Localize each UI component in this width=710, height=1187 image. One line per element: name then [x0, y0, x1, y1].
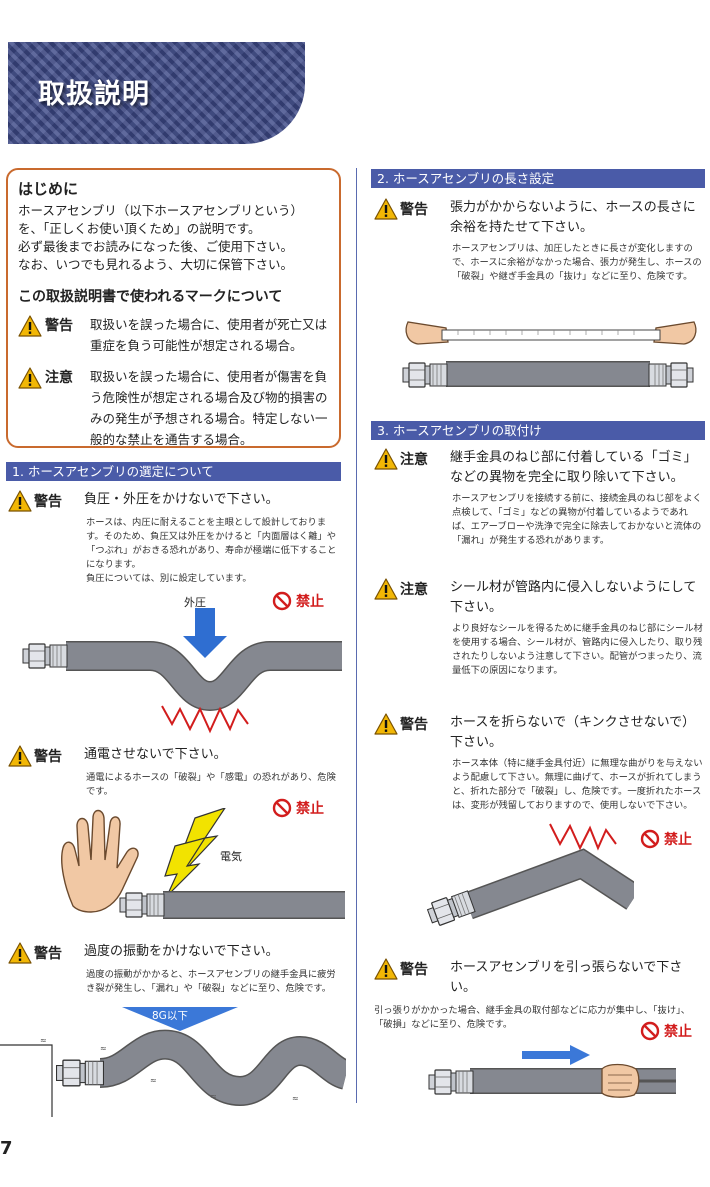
electricity-label: 電気: [220, 850, 242, 863]
svg-text:≈: ≈: [150, 1076, 157, 1085]
warning-label: 警告: [400, 717, 428, 733]
warning-icon: [8, 490, 32, 512]
intro-line: ホースアセンブリ（以下ホースアセンブリという）: [18, 203, 304, 218]
caution-block: 注意 シール材が管路内に侵入しないようにして下さい。 より良好なシールを得るため…: [374, 578, 704, 678]
svg-text:≈: ≈: [292, 1094, 299, 1103]
section1-title: 1. ホースアセンブリの選定について: [6, 462, 341, 481]
external-pressure-label: 外圧: [184, 596, 206, 609]
kinked-hose-illustration: [425, 823, 634, 929]
intro-line: なお、いつでも見れるよう、大切に保管下さい。: [18, 257, 294, 272]
warning-title: 通電させないで下さい。: [84, 747, 227, 762]
prohibit-icon: [640, 1021, 660, 1041]
page-number: 7: [0, 1138, 13, 1159]
warning-icon: [374, 198, 398, 220]
vibration-hose-illustration: ≈ ≈ ≈ ≈ ≈: [0, 1007, 346, 1117]
warning-label: 警告: [400, 962, 428, 978]
warning-icon: [8, 745, 32, 767]
intro-line: を、「正しくお使い頂くため」の説明です。: [18, 221, 261, 236]
warning-label: 警告: [34, 946, 62, 962]
prohibit-label: 禁止: [296, 801, 324, 817]
svg-text:≈: ≈: [210, 1092, 217, 1101]
caution-label: 注意: [45, 370, 73, 386]
hose-length-illustration: [402, 321, 697, 388]
column-divider: [356, 168, 357, 1103]
warning-description: 取扱いを誤った場合に、使用者が死亡又は重症を負う可能性が想定される場合。: [90, 317, 328, 353]
intro-line: 必ず最後までお読みになった後、ご使用下さい。: [18, 239, 294, 254]
prohibit-mark: 禁止: [272, 798, 324, 818]
prohibit-icon: [640, 829, 660, 849]
caution-body: ホースアセンブリを接続する前に、接続金具のねじ部をよく点検して、「ゴミ」などの異…: [452, 493, 702, 546]
warning-body: 過度の振動がかかると、ホースアセンブリの継手金具に疲労き裂が発生し、「漏れ」や「…: [86, 969, 336, 994]
warning-block: 警告 ホースを折らないで（キンクさせないで）下さい。 ホース本体（特に継手金具付…: [374, 713, 704, 813]
svg-text:≈: ≈: [40, 1036, 47, 1045]
caution-icon: [18, 367, 42, 389]
prohibit-label: 禁止: [664, 832, 692, 848]
warning-body: 通電によるホースの「破裂」や「感電」の恐れがあり、危険です。: [86, 772, 336, 797]
prohibit-mark: 禁止: [640, 829, 692, 849]
warning-block: 警告 負圧・外圧をかけないで下さい。 ホースは、内圧に耐えることを主眼として設計…: [8, 490, 343, 586]
caution-label: 注意: [400, 582, 428, 598]
svg-text:≈: ≈: [100, 1044, 107, 1053]
warning-icon: [374, 958, 398, 980]
warning-title: ホースを折らないで（キンクさせないで）下さい。: [450, 715, 696, 750]
header-banner: 取扱説明: [8, 42, 305, 144]
warning-body: 引っ張りがかかった場合、継手金具の取付部などに応力が集中し、「抜け」、「破損」な…: [374, 1005, 691, 1030]
warning-label: 警告: [400, 202, 428, 218]
warning-title: 過度の振動をかけないで下さい。: [84, 944, 279, 959]
prohibit-label: 禁止: [296, 594, 324, 610]
intro-box: はじめに ホースアセンブリ（以下ホースアセンブリという） を、「正しくお使い頂く…: [6, 168, 341, 448]
collapsed-hose-illustration: [22, 608, 342, 734]
prohibit-mark: 禁止: [640, 1021, 692, 1041]
warning-title: ホースアセンブリを引っ張らないで下さい。: [450, 960, 683, 995]
warning-icon: [18, 315, 42, 337]
section2-title: 2. ホースアセンブリの長さ設定: [371, 169, 705, 188]
pulled-hose-illustration: [428, 1045, 676, 1098]
warning-icon: [8, 942, 32, 964]
vibration-limit-label: 8G以下: [152, 1010, 188, 1022]
prohibit-label: 禁止: [664, 1024, 692, 1040]
intro-heading: はじめに: [18, 180, 79, 198]
warning-block: 警告 張力がかからないように、ホースの長さに余裕を持たせて下さい。 ホースアセン…: [374, 198, 704, 284]
caution-icon: [374, 578, 398, 600]
warning-label: 警告: [45, 318, 73, 334]
page-title: 取扱説明: [38, 79, 150, 110]
caution-description: 取扱いを誤った場合に、使用者が傷害を負う危険性が想定される場合及び物的損害のみの…: [90, 369, 328, 447]
warning-body: ホースは、内圧に耐えることを主眼として設計しております。そのため、負圧又は外圧を…: [86, 517, 337, 570]
warning-title: 負圧・外圧をかけないで下さい。: [84, 492, 279, 507]
mark-warning: 警告 取扱いを誤った場合に、使用者が死亡又は重症を負う可能性が想定される場合。: [18, 314, 329, 356]
caution-label: 注意: [400, 452, 428, 468]
caution-title: シール材が管路内に侵入しないようにして下さい。: [450, 580, 697, 615]
marks-title: この取扱説明書で使われるマークについて: [18, 289, 283, 305]
warning-label: 警告: [34, 749, 62, 765]
section3-title: 3. ホースアセンブリの取付け: [371, 421, 705, 440]
warning-body: ホース本体（特に継手金具付近）に無理な曲がりを与えないよう配慮して下さい。無理に…: [452, 758, 703, 811]
warning-block: 警告 過度の振動をかけないで下さい。 過度の振動がかかると、ホースアセンブリの継…: [8, 942, 343, 996]
warning-note: 負圧については、別に設定しています。: [86, 573, 252, 584]
mark-caution: 注意 取扱いを誤った場合に、使用者が傷害を負う危険性が想定される場合及び物的損害…: [18, 366, 329, 450]
caution-block: 注意 継手金具のねじ部に付着している「ゴミ」などの異物を完全に取り除いて下さい。…: [374, 448, 704, 548]
caution-title: 継手金具のねじ部に付着している「ゴミ」などの異物を完全に取り除いて下さい。: [450, 450, 697, 485]
warning-title: 張力がかからないように、ホースの長さに余裕を持たせて下さい。: [450, 200, 696, 235]
caution-body: より良好なシールを得るために継手金具のねじ部にシール材を使用する場合、シール材が…: [452, 623, 703, 676]
warning-label: 警告: [34, 494, 62, 510]
caution-icon: [374, 448, 398, 470]
warning-icon: [374, 713, 398, 735]
warning-block: 警告 ホースアセンブリを引っ張らないで下さい。 引っ張りがかかった場合、継手金具…: [374, 958, 704, 1032]
prohibit-mark: 禁止: [272, 591, 324, 611]
electric-hose-illustration: [61, 808, 345, 919]
warning-body: ホースアセンブリは、加圧したときに長さが変化しますので、ホースに余裕がなかった場…: [452, 243, 702, 282]
warning-block: 警告 通電させないで下さい。 通電によるホースの「破裂」や「感電」の恐れがあり、…: [8, 745, 343, 799]
